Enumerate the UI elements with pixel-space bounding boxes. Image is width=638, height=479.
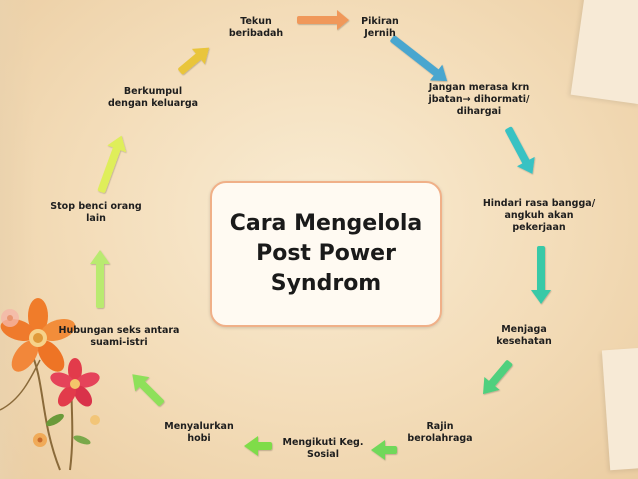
step-hindari-rasa-bangga: Hindari rasa bangga/ angkuh akan pekerja… (474, 198, 604, 234)
arrow-3 (505, 126, 535, 174)
title-box: Cara Mengelola Post Power Syndrom (210, 181, 442, 327)
step-text: suami-istri (90, 337, 148, 348)
arrow-9 (90, 250, 110, 308)
step-text: pekerjaan (512, 222, 566, 233)
step-text: hobi (187, 433, 211, 444)
arrow-5 (483, 360, 513, 395)
title-line-3: Syndrom (270, 271, 382, 296)
step-text: Berkumpul (123, 86, 183, 97)
step-stop-benci: Stop benci orang lain (44, 201, 148, 225)
arrow-7 (244, 436, 272, 456)
step-berkumpul-keluarga: Berkumpul dengan keluarga (98, 86, 208, 110)
step-text: Stop benci orang (50, 201, 142, 212)
step-jangan-merasa: Jangan merasa krn jbatan→ dihormati/ dih… (420, 82, 538, 118)
arrow-8 (132, 374, 164, 407)
arrow-2 (390, 35, 448, 82)
step-text: lain (86, 213, 106, 224)
step-hubungan-seks: Hubungan seks antara suami-istri (46, 325, 192, 349)
step-tekun-beribadah: Tekun beribadah (216, 16, 296, 40)
title-line-1: Cara Mengelola (229, 211, 423, 236)
step-pikiran-jernih: Pikiran Jernih (350, 16, 410, 40)
step-text: Sosial (307, 449, 339, 460)
arrow-10 (97, 135, 127, 193)
step-text: Mengikuti Keg. (282, 437, 364, 448)
step-text: Pikiran (361, 16, 399, 27)
step-text: dihargai (456, 106, 502, 117)
title-line-2: Post Power (256, 241, 396, 266)
step-text: kesehatan (496, 336, 552, 347)
step-mengikuti-keg-sosial: Mengikuti Keg. Sosial (278, 437, 368, 461)
step-text: berolahraga (407, 433, 473, 444)
step-text: Menyalurkan (164, 421, 234, 432)
step-rajin-berolahraga: Rajin berolahraga (400, 421, 480, 445)
step-text: dengan keluarga (107, 98, 199, 109)
arrow-1 (297, 10, 349, 30)
step-text: Hubungan seks antara (58, 325, 180, 336)
step-text: beribadah (228, 28, 284, 39)
step-text: jbatan→ dihormati/ (428, 94, 530, 105)
step-menyalurkan-hobi: Menyalurkan hobi (156, 421, 242, 445)
step-menjaga-kesehatan: Menjaga kesehatan (484, 324, 564, 348)
step-text: angkuh akan (504, 210, 574, 221)
step-text: Rajin (426, 421, 454, 432)
step-text: Hindari rasa bangga/ (482, 198, 596, 209)
step-text: Jernih (364, 28, 396, 39)
arrow-11 (178, 47, 210, 75)
arrow-6 (371, 440, 397, 460)
step-text: Tekun (240, 16, 272, 27)
arrow-4 (531, 246, 551, 304)
step-text: Menjaga (501, 324, 547, 335)
paper-edge-left (0, 0, 34, 479)
step-text: Jangan merasa krn (428, 82, 530, 93)
